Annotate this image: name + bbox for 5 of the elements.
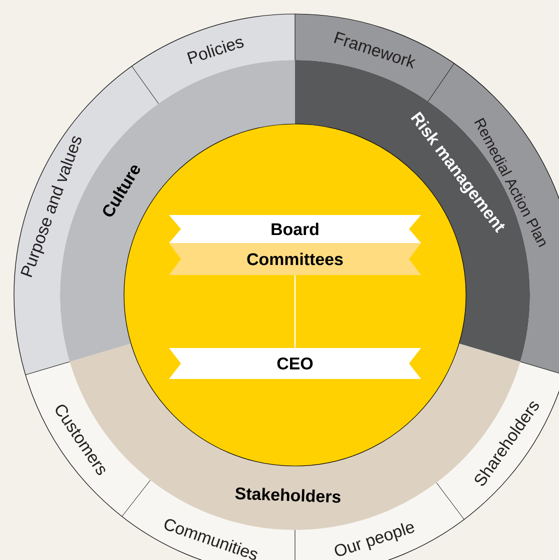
connector-line [294,275,296,348]
banner: Committees [169,243,421,275]
banner: Board [169,215,421,243]
banner: CEO [169,348,421,379]
ring-segment: Policies [132,14,295,104]
